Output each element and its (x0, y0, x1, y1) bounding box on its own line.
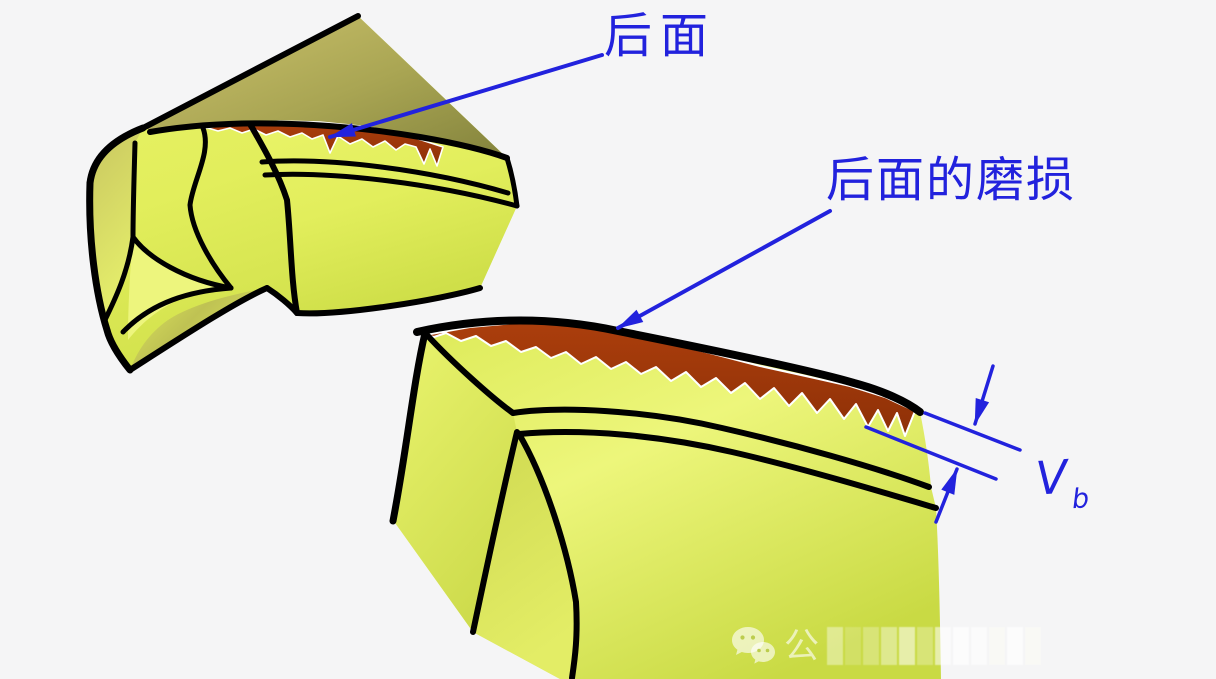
closeup-wearland-line-2 (516, 429, 939, 511)
overview-flank-face (250, 122, 517, 314)
closeup-wearland-line-1 (510, 406, 932, 490)
overview-facet-s-curve (187, 125, 234, 291)
leader-arrow-flank-wear (616, 209, 832, 330)
wear-width-symbol: V (1033, 449, 1070, 506)
vb-extension-line-top (923, 411, 1022, 452)
overview-nose-arc (86, 124, 147, 187)
closeup-cutting-edge (413, 316, 924, 416)
closeup-flank-left-boundary (424, 332, 516, 416)
watermark: 公 (730, 623, 1042, 669)
vb-dimension-arrow-top (973, 364, 995, 426)
closeup-facet-line-left (470, 429, 520, 635)
label-flank-wear: 后面的磨损 (826, 154, 1077, 207)
overview-cutting-edge (147, 120, 510, 161)
overview-wedge-lower-line (120, 285, 234, 335)
vb-dimension (864, 364, 1022, 524)
tool-closeup-drawing (389, 316, 941, 679)
wechat-icon (732, 627, 775, 664)
closeup-facet-line-right (516, 431, 580, 679)
overview-wedge-upper-line (130, 234, 234, 291)
overview-wearland-line-1 (259, 158, 511, 196)
overview-rake-left-edge (140, 13, 361, 131)
overview-wearland-line-2 (262, 171, 520, 209)
overview-flank-left-boundary (247, 121, 300, 316)
overview-left-facet (89, 128, 143, 330)
overview-bottom-edge (264, 285, 483, 317)
closeup-wear-band (424, 322, 916, 437)
overview-left-silhouette (86, 179, 134, 374)
watermark-text: 公 (784, 626, 820, 666)
overview-right-edge (504, 155, 520, 209)
label-wear-width: Vb (1033, 448, 1090, 516)
closeup-left-silhouette (389, 329, 429, 525)
label-flank-face: 后面 (604, 10, 717, 63)
vb-dimension-arrow-bottom (934, 467, 959, 524)
overview-beak-facet (130, 288, 267, 370)
tool-overview-drawing (86, 13, 520, 374)
closeup-wedge-facet (473, 432, 577, 679)
overview-beak-bottom-edge (127, 285, 270, 373)
overview-bright-wedge (128, 237, 231, 340)
leader-arrow-flank-face (328, 53, 604, 139)
watermark-blurred-text (827, 627, 1042, 665)
wear-width-subscript: b (1070, 483, 1091, 516)
vb-extension-line-bottom (864, 425, 998, 481)
leader-arrows (328, 53, 832, 330)
